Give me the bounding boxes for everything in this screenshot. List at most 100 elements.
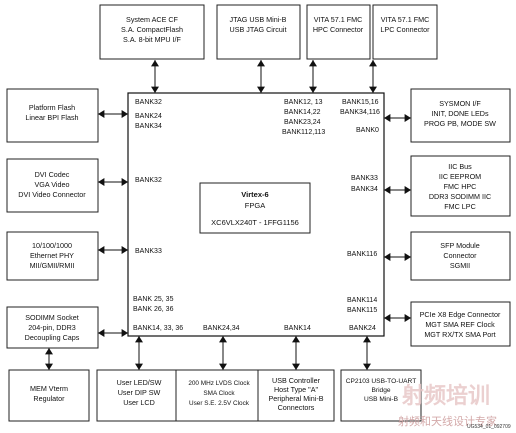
sfp-line-3: SGMII	[450, 261, 470, 270]
watermark-subtitle: 射频和天线设计专家	[398, 414, 497, 428]
clocks-line-1: 200 MHz LVDS Clock	[188, 380, 250, 387]
vita-lpc-line-1: VITA 57.1 FMC	[381, 15, 430, 24]
arrowhead	[309, 60, 317, 67]
block-mem-vterm	[8, 369, 90, 422]
bank-label: BANK24	[135, 113, 162, 120]
fpga-chip	[199, 182, 311, 234]
user-io-line-2: User DIP SW	[118, 388, 161, 397]
system-ace-line-1: System ACE CF	[126, 15, 179, 24]
block-ethernet	[6, 231, 99, 281]
arrowhead	[121, 329, 128, 337]
clocks-line-3: User S.E. 2.5V Clock	[189, 400, 250, 407]
sfp-line-2: Connector	[443, 251, 477, 260]
sysmon-line-3: PROG PB, MODE SW	[424, 119, 496, 128]
usb-ctrl-line-1: USB Controller	[272, 376, 321, 385]
block-platform-flash	[6, 88, 99, 143]
arrowhead	[151, 60, 159, 67]
arrowhead	[98, 110, 105, 118]
arrowhead	[98, 246, 105, 254]
dvi-line-3: DVI Video Connector	[18, 190, 86, 199]
block-sysmon	[410, 88, 511, 143]
vita-lpc-line-2: LPC Connector	[380, 25, 430, 34]
arrowhead	[404, 114, 411, 122]
bank-label: BANK34	[135, 123, 162, 130]
arrowhead	[363, 336, 371, 343]
arrowhead	[384, 253, 391, 261]
bank-label: BANK24,34	[203, 325, 240, 332]
arrowhead	[369, 60, 377, 67]
platform-flash-line-2: Linear BPI Flash	[25, 113, 78, 122]
sodimm-line-1: SODIMM Socket	[25, 313, 79, 322]
pcie-line-2: MGT SMA REF Clock	[425, 320, 495, 329]
usb-ctrl-line-2: Host Type "A"	[274, 385, 319, 394]
arrowhead	[135, 363, 143, 370]
arrowhead	[121, 246, 128, 254]
arrowhead	[369, 86, 377, 93]
arrowhead	[45, 348, 53, 355]
bank-label: BANK15,16	[342, 99, 379, 106]
bank-label: BANK14,22	[284, 109, 321, 116]
arrowhead	[292, 363, 300, 370]
sodimm-line-3: Decoupling Caps	[25, 333, 80, 342]
bank-label: BANK34	[351, 186, 378, 193]
bank-label: BANK115	[347, 307, 377, 314]
user-io-line-1: User LED/SW	[117, 378, 162, 387]
arrowhead	[404, 314, 411, 322]
block-jtag	[216, 4, 301, 60]
bank-label: BANK12, 13	[284, 99, 323, 106]
arrowhead	[384, 186, 391, 194]
pcie-line-3: MGT RX/TX SMA Port	[424, 330, 495, 339]
ethernet-line-1: 10/100/1000	[32, 241, 72, 250]
bank-label: BANK 26, 36	[133, 306, 174, 313]
dvi-line-1: DVI Codec	[35, 170, 70, 179]
arrowhead	[219, 363, 227, 370]
jtag-line-1: JTAG USB Mini-B	[230, 15, 287, 24]
fpga-name: Virtex-6	[241, 190, 268, 199]
system-ace-line-2: S.A. CompactFlash	[121, 25, 183, 34]
sysmon-line-2: INIT, DONE LEDs	[431, 109, 489, 118]
bank-label: BANK 25, 35	[133, 296, 174, 303]
block-vita-lpc	[372, 4, 438, 60]
sodimm-line-2: 204-pin, DDR3	[28, 323, 76, 332]
bank-label: BANK32	[135, 99, 162, 106]
arrowhead	[98, 329, 105, 337]
arrowhead	[121, 178, 128, 186]
arrowhead	[404, 253, 411, 261]
arrowhead	[309, 86, 317, 93]
bank-label: BANK34,116	[340, 109, 380, 116]
usb-ctrl-line-3: Peripheral Mini-B	[268, 394, 323, 403]
mem-vterm-line-1: MEM Vterm	[30, 384, 68, 393]
system-ace-line-3: S.A. 8-bit MPU I/F	[123, 35, 182, 44]
ethernet-line-2: Ethernet PHY	[30, 251, 74, 260]
figure-id: UG534_01_092709	[467, 424, 511, 430]
arrowhead	[292, 336, 300, 343]
block-system-ace	[99, 4, 205, 60]
block-uart	[340, 369, 422, 422]
block-vita-hpc	[306, 4, 371, 60]
block-dvi	[6, 158, 99, 213]
arrowhead	[404, 186, 411, 194]
arrowhead	[257, 60, 265, 67]
sysmon-line-1: SYSMON I/F	[439, 99, 481, 108]
fpga-block	[127, 92, 385, 337]
fpga-type: FPGA	[245, 201, 265, 210]
arrowhead	[257, 86, 265, 93]
bank-label: BANK112,113	[282, 129, 325, 136]
ethernet-line-3: MII/GMII/RMII	[30, 261, 75, 270]
sfp-line-1: SFP Module	[440, 241, 479, 250]
arrowhead	[384, 314, 391, 322]
uart-line-1: CP2103 USB-TO-UART	[346, 378, 416, 385]
arrowhead	[45, 363, 53, 370]
arrowhead	[219, 336, 227, 343]
uart-line-2: Bridge	[371, 387, 390, 394]
block-pcie	[410, 301, 511, 347]
bank-label: BANK14	[284, 325, 311, 332]
bank-label: BANK0	[356, 127, 379, 134]
iic-line-2: IIC EEPROM	[439, 172, 481, 181]
block-clocks	[175, 369, 263, 422]
vita-hpc-line-2: HPC Connector	[313, 25, 364, 34]
arrowhead	[98, 178, 105, 186]
arrowhead	[363, 363, 371, 370]
block-iic	[410, 155, 511, 217]
bank-label: BANK14, 33, 36	[133, 325, 183, 332]
